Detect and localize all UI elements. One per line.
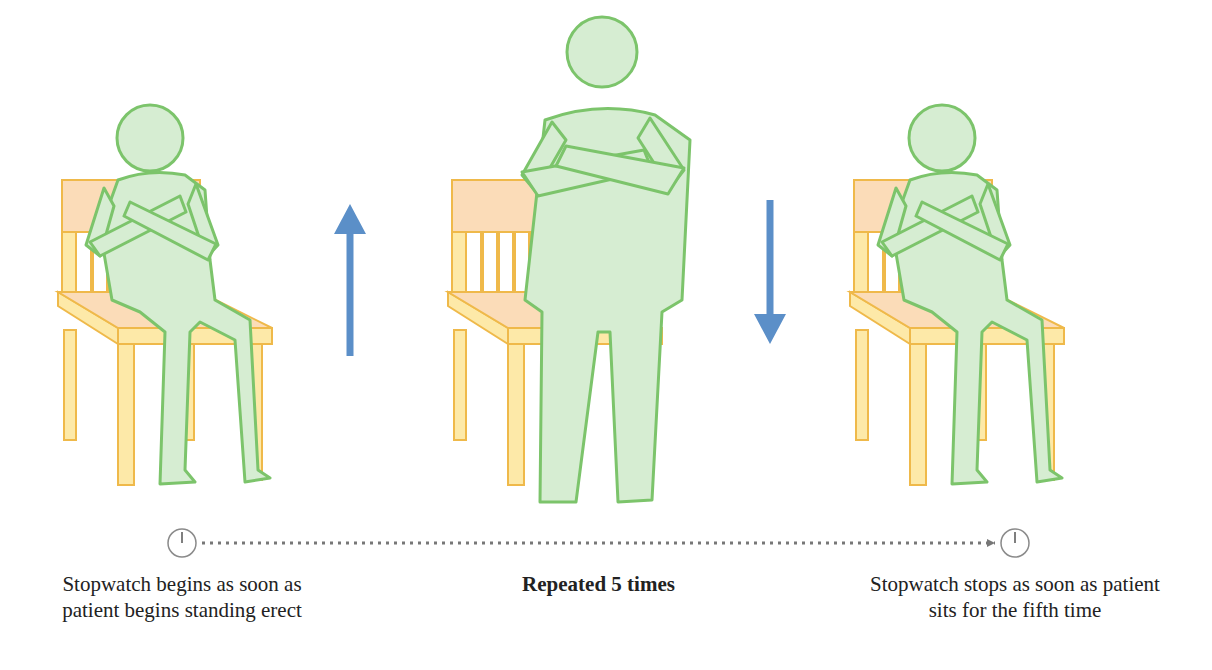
- stopwatch-face: [1001, 529, 1029, 557]
- seated-figure: [878, 105, 1062, 484]
- stopwatch-node: Stopwatch stops as soon as patient sits …: [999, 527, 1031, 559]
- up-arrow: [334, 204, 366, 356]
- figure-head: [567, 17, 637, 87]
- figure-forearm: [556, 146, 684, 194]
- arrow-head: [334, 204, 366, 234]
- arrow-shaft: [767, 200, 774, 318]
- stopwatch-hand: [1014, 532, 1016, 543]
- dotted-connector: [202, 542, 995, 545]
- arrow-head: [754, 314, 786, 344]
- standing-figure: [522, 17, 690, 502]
- stopwatch-face: [168, 529, 196, 557]
- stopwatch-icon: [999, 527, 1031, 559]
- arrow-shaft: [347, 228, 354, 356]
- caption-text: Stopwatch stops as soon as patient sits …: [870, 571, 1160, 623]
- stopwatch-hand: [181, 532, 183, 543]
- seated-figure: [86, 105, 270, 484]
- down-arrow: [754, 200, 786, 344]
- edge-label: Repeated 5 times: [522, 571, 675, 597]
- stopwatch-node: Stopwatch begins as soon as patient begi…: [166, 527, 198, 559]
- caption-text: Stopwatch begins as soon as patient begi…: [37, 571, 327, 623]
- stopwatch-icon: [166, 527, 198, 559]
